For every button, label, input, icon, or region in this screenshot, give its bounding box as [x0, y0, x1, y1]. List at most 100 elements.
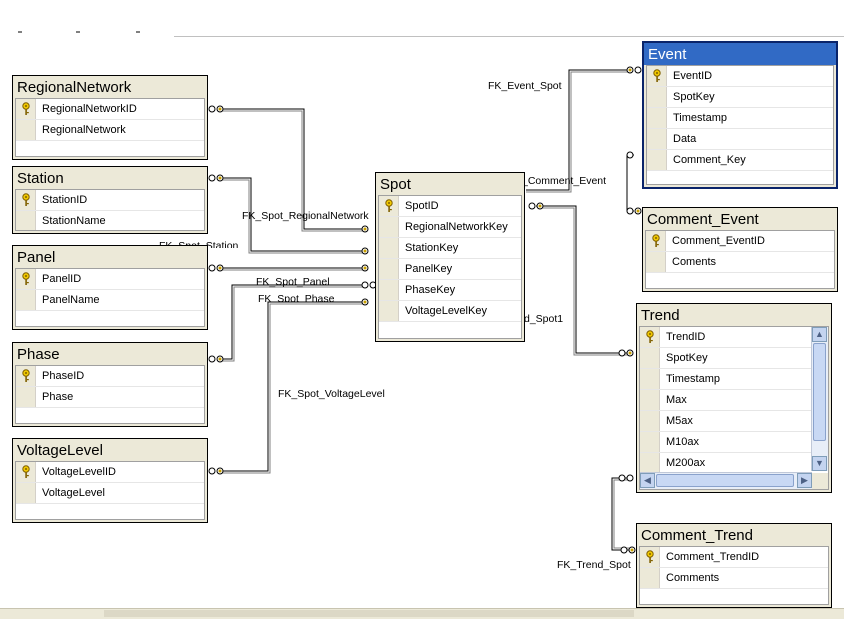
table-event[interactable]: Event EventID SpotKey Timestamp Data Com… — [642, 41, 838, 189]
column-row[interactable]: Coments — [646, 252, 834, 273]
row-selector[interactable] — [16, 387, 36, 407]
fk-spot-panel-label[interactable]: FK_Spot_Panel — [256, 276, 330, 288]
table-regionalnetwork[interactable]: RegionalNetwork RegionalNetworkID Region… — [12, 75, 208, 160]
column-row[interactable]: SpotID — [379, 196, 521, 217]
table-phase[interactable]: Phase PhaseID Phase — [12, 342, 208, 427]
row-selector[interactable] — [379, 238, 399, 258]
table-spot[interactable]: Spot SpotID RegionalNetworkKey StationKe… — [375, 172, 525, 342]
row-selector[interactable] — [647, 129, 667, 149]
row-selector[interactable] — [640, 369, 660, 389]
primary-key-icon — [22, 102, 30, 115]
empty-row — [647, 171, 833, 184]
row-selector[interactable] — [379, 259, 399, 279]
table-panel[interactable]: Panel PanelID PanelName — [12, 245, 208, 330]
fk-spot-station-label[interactable]: FK_Spot_Station — [159, 240, 239, 248]
table-title[interactable]: VoltageLevel — [13, 439, 207, 461]
row-selector[interactable] — [640, 390, 660, 410]
column-row[interactable]: Timestamp — [647, 108, 833, 129]
row-selector[interactable] — [646, 252, 666, 272]
row-selector[interactable] — [640, 432, 660, 452]
column-row[interactable]: PanelID — [16, 269, 204, 290]
fk-spot-regionalnetwork-label[interactable]: FK_Spot_RegionalNetwork — [242, 210, 369, 222]
canvas-scroll-thumb[interactable] — [104, 610, 634, 617]
scroll-left-icon[interactable]: ◀ — [640, 473, 655, 488]
column-row[interactable]: VoltageLevelID — [16, 462, 204, 483]
scroll-right-icon[interactable]: ▶ — [797, 473, 812, 488]
row-selector[interactable] — [379, 280, 399, 300]
row-selector[interactable] — [647, 150, 667, 170]
fk-event-spot-label[interactable]: FK_Event_Spot — [488, 80, 562, 92]
table-title[interactable]: Station — [13, 167, 207, 189]
row-selector[interactable] — [379, 301, 399, 321]
table-station[interactable]: Station StationID StationName — [12, 166, 208, 234]
column-row[interactable]: Comment_TrendID — [640, 547, 828, 568]
vertical-scrollbar[interactable]: ▲ ▼ — [811, 327, 828, 471]
column-name: Comments — [666, 572, 720, 584]
table-comment-trend[interactable]: Comment_Trend Comment_TrendID Comments — [636, 523, 832, 608]
fk-spot-voltagelevel-label[interactable]: FK_Spot_VoltageLevel — [278, 388, 385, 400]
column-row[interactable]: StationID — [16, 190, 204, 211]
column-row[interactable]: EventID — [647, 66, 833, 87]
column-row[interactable]: M200ax — [640, 453, 828, 474]
horizontal-scrollbar[interactable]: ◀ ▶ — [640, 472, 812, 489]
column-row[interactable]: Comment_EventID — [646, 231, 834, 252]
row-selector[interactable] — [16, 483, 36, 503]
row-selector[interactable] — [647, 87, 667, 107]
table-title[interactable]: Panel — [13, 246, 207, 268]
column-row[interactable]: TrendID — [640, 327, 828, 348]
row-selector[interactable] — [647, 108, 667, 128]
column-row[interactable]: RegionalNetworkID — [16, 99, 204, 120]
table-title[interactable]: RegionalNetwork — [13, 76, 207, 98]
column-row[interactable]: Data — [647, 129, 833, 150]
fk-spot-phase-label[interactable]: FK_Spot_Phase — [258, 293, 335, 302]
scroll-thumb[interactable] — [656, 474, 794, 487]
column-row[interactable]: RegionalNetworkKey — [379, 217, 521, 238]
column-name: Phase — [42, 391, 74, 403]
row-selector[interactable] — [16, 120, 36, 140]
column-row[interactable]: VoltageLevel — [16, 483, 204, 504]
primary-key-icon — [22, 193, 30, 206]
table-title[interactable]: Phase — [13, 343, 207, 365]
column-row[interactable]: RegionalNetwork — [16, 120, 204, 141]
row-selector[interactable] — [640, 411, 660, 431]
column-row[interactable]: Timestamp — [640, 369, 828, 390]
column-row[interactable]: VoltageLevelKey — [379, 301, 521, 322]
scroll-up-icon[interactable]: ▲ — [812, 327, 827, 342]
fk-comment-event-line — [626, 154, 634, 212]
table-voltagelevel[interactable]: VoltageLevel VoltageLevelID VoltageLevel — [12, 438, 208, 523]
column-row[interactable]: M10ax — [640, 432, 828, 453]
row-selector[interactable] — [640, 348, 660, 368]
table-title[interactable]: Event — [644, 43, 836, 65]
table-comment-event[interactable]: Comment_Event Comment_EventID Coments — [642, 207, 838, 292]
scroll-down-icon[interactable]: ▼ — [812, 456, 827, 471]
fk-comment-event-label[interactable]: _Comment_Event — [522, 175, 607, 187]
column-row[interactable]: StationKey — [379, 238, 521, 259]
column-row[interactable]: Max — [640, 390, 828, 411]
column-row[interactable]: SpotKey — [640, 348, 828, 369]
table-title[interactable]: Trend — [637, 304, 831, 326]
column-row[interactable]: Comments — [640, 568, 828, 589]
column-row[interactable]: PhaseID — [16, 366, 204, 387]
table-trend[interactable]: Trend TrendID SpotKey Timestamp Max M5ax… — [636, 303, 832, 493]
fk-trend-spot-label[interactable]: FK_Trend_Spot — [557, 559, 631, 571]
table-title[interactable]: Comment_Event — [643, 208, 837, 230]
row-selector[interactable] — [640, 568, 660, 588]
canvas-horizontal-scrollbar[interactable] — [0, 608, 844, 619]
row-selector[interactable] — [640, 453, 660, 473]
column-row[interactable]: Comment_Key — [647, 150, 833, 171]
column-row[interactable]: SpotKey — [647, 87, 833, 108]
column-row[interactable]: StationName — [16, 211, 204, 230]
column-row[interactable]: PanelKey — [379, 259, 521, 280]
row-selector[interactable] — [16, 290, 36, 310]
table-title[interactable]: Comment_Trend — [637, 524, 831, 546]
column-row[interactable]: Phase — [16, 387, 204, 408]
table-title[interactable]: Spot — [376, 173, 524, 195]
row-selector[interactable] — [379, 217, 399, 237]
column-row[interactable]: M5ax — [640, 411, 828, 432]
column-row[interactable]: PanelName — [16, 290, 204, 311]
column-row[interactable]: PhaseKey — [379, 280, 521, 301]
connector-end-marker — [208, 467, 216, 475]
row-selector[interactable] — [16, 211, 36, 230]
fk-trend-spot1-label[interactable]: d_Spot1 — [524, 313, 564, 325]
scroll-thumb[interactable] — [813, 343, 826, 441]
